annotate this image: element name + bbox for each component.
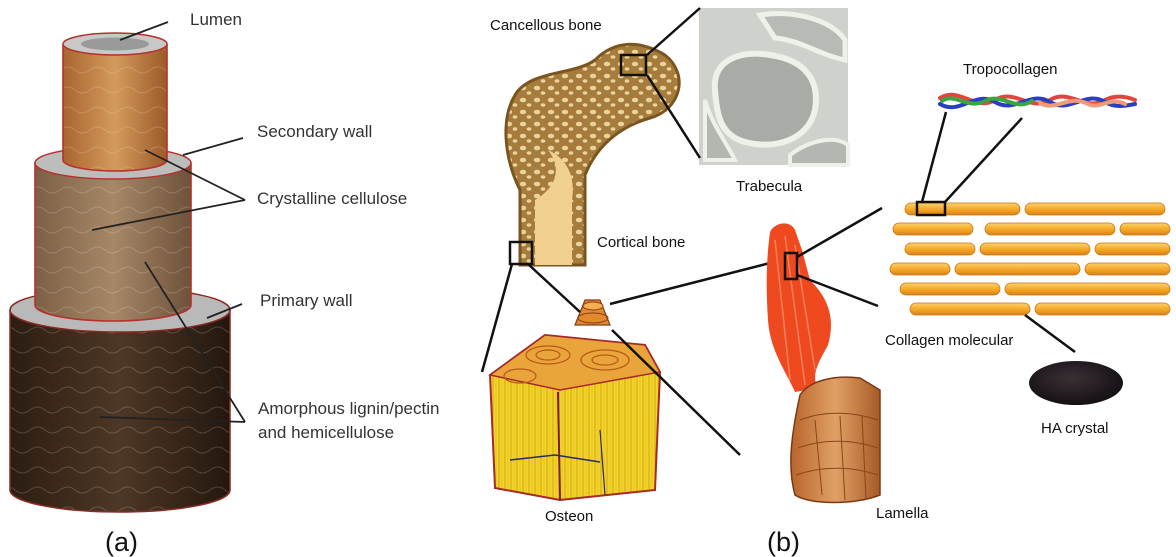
collagen-molecular-fibrils xyxy=(890,202,1170,315)
label-trabecula: Trabecula xyxy=(736,178,803,195)
label-lumen: Lumen xyxy=(190,10,242,29)
panel-caption-b: (b) xyxy=(767,527,800,557)
bone-hierarchy-diagram: Cancellous bone Trabecula Cortical bone xyxy=(482,8,1170,557)
femur-illustration xyxy=(506,44,679,265)
label-amorphous-line1: Amorphous lignin/pectin xyxy=(258,399,439,418)
ha-crystal-illustration xyxy=(1029,361,1123,405)
cell-wall-cylinder-diagram: Lumen Secondary wall Crystalline cellulo… xyxy=(10,10,439,557)
primary-wall-cylinder xyxy=(35,147,191,321)
collagen-fibre-bundle xyxy=(767,223,831,392)
label-cortical-bone: Cortical bone xyxy=(597,234,685,251)
label-primary-wall: Primary wall xyxy=(260,291,353,310)
label-lamella: Lamella xyxy=(876,505,929,522)
tropocollagen-helix xyxy=(940,95,1135,107)
label-tropocollagen: Tropocollagen xyxy=(963,61,1058,78)
label-crystalline-cellulose: Crystalline cellulose xyxy=(257,189,407,208)
label-cancellous-bone: Cancellous bone xyxy=(490,17,602,34)
secondary-wall-cylinder xyxy=(63,33,167,171)
label-secondary-wall: Secondary wall xyxy=(257,122,372,141)
label-ha-crystal: HA crystal xyxy=(1041,420,1109,437)
osteon-illustration xyxy=(490,300,660,500)
panel-caption-a: (a) xyxy=(105,527,138,557)
label-amorphous-line2: and hemicellulose xyxy=(258,423,394,442)
label-osteon: Osteon xyxy=(545,508,593,525)
label-collagen-molecular: Collagen molecular xyxy=(885,332,1013,349)
lamella-illustration xyxy=(791,377,880,502)
